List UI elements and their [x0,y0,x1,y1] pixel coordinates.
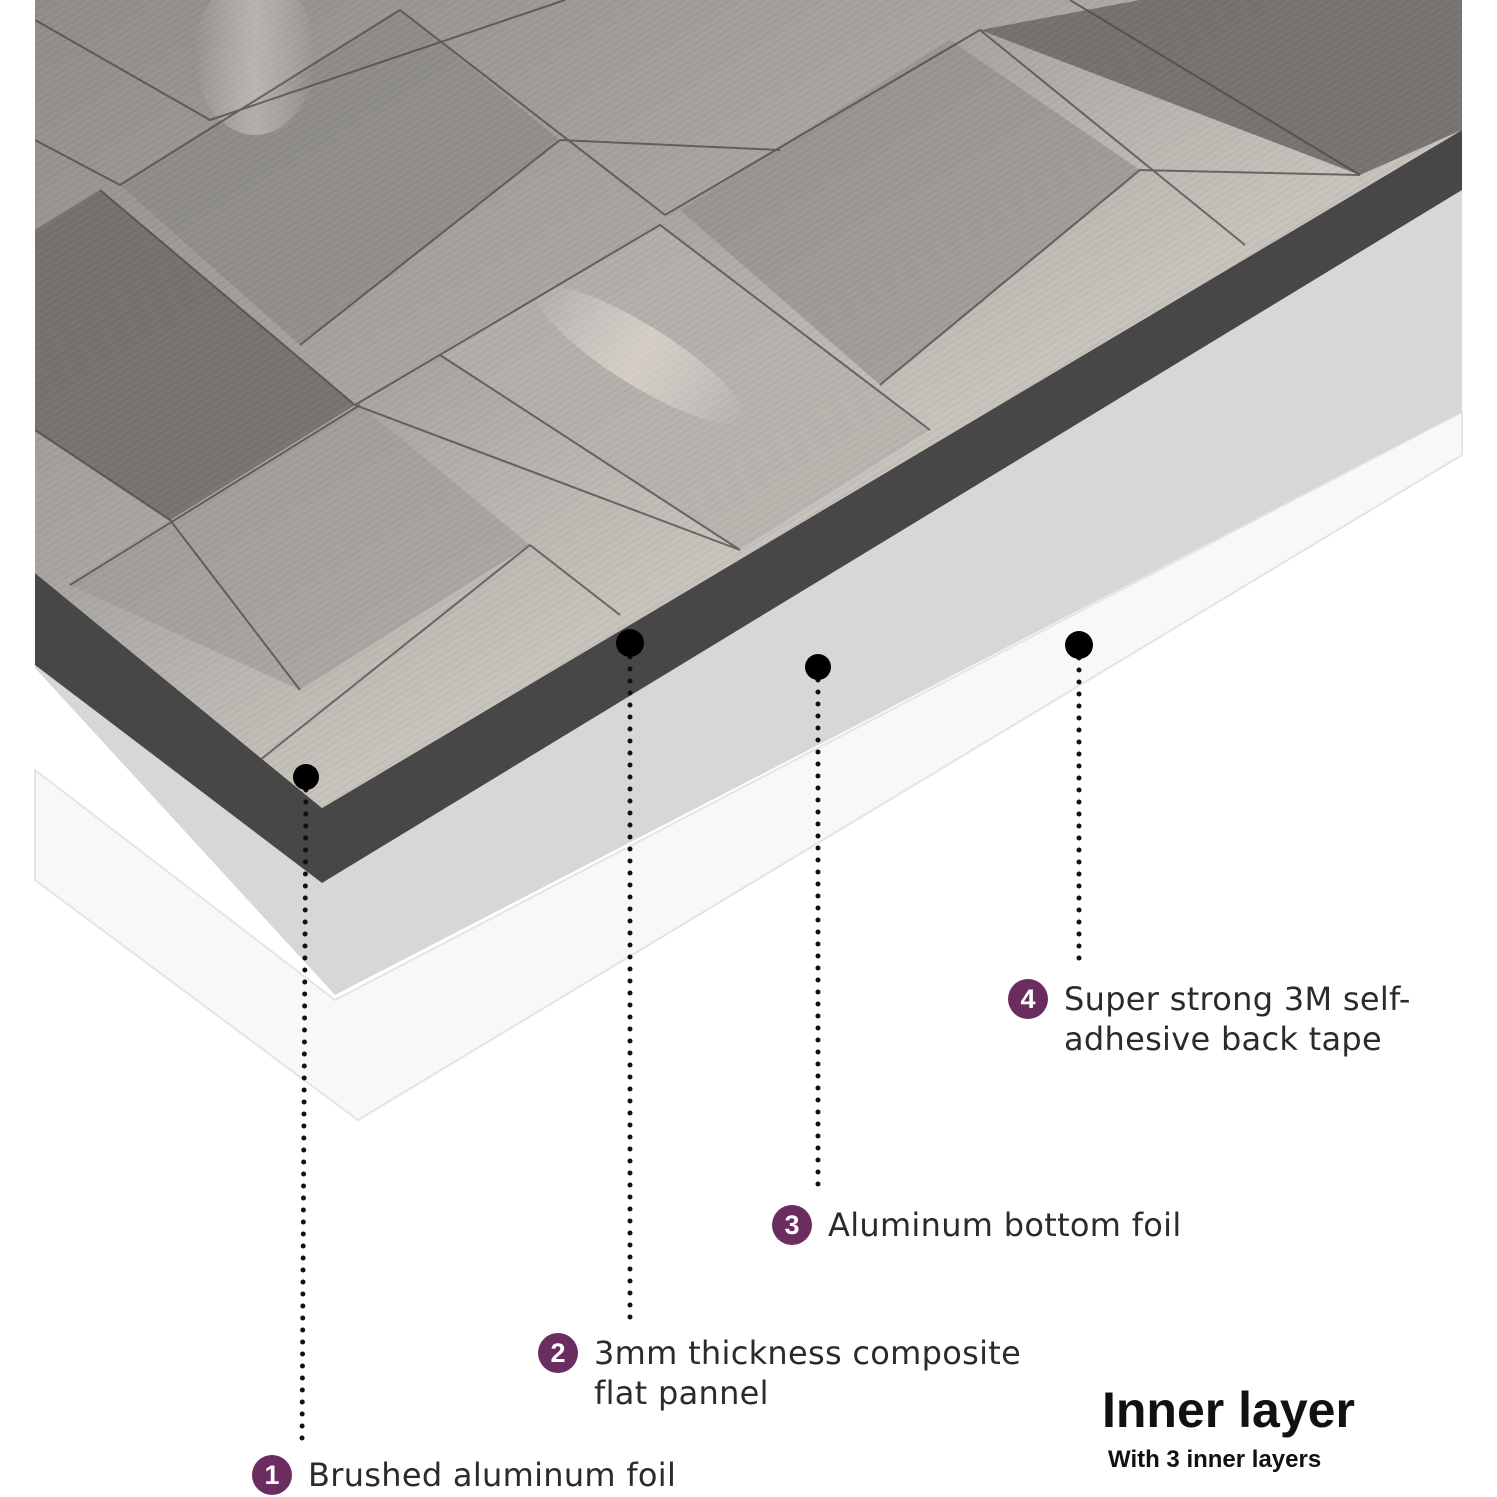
callout-3: 3 Aluminum bottom foil [772,1205,1292,1245]
callout-label-1: Brushed aluminum foil [308,1456,677,1494]
callout-label-3: Aluminum bottom foil [828,1206,1182,1244]
marker-dot-1 [293,764,319,790]
marker-dot-2 [616,629,644,657]
callout-4: 4 Super strong 3M self-adhesive back tap… [1008,979,1448,1059]
connector-line-1 [299,775,309,1448]
number-badge-2: 2 [538,1333,578,1373]
number-badge-4: 4 [1008,979,1048,1019]
inner-layer-subtitle: With 3 inner layers [1108,1446,1322,1473]
number-badge-3: 3 [772,1205,812,1245]
callout-label-4: Super strong 3M self-adhesive back tape [1064,980,1411,1058]
callout-label-2: 3mm thickness composite flat pannel [594,1334,1022,1412]
inner-layer-title: Inner layer [1102,1382,1355,1438]
number-badge-1: 1 [252,1455,292,1495]
marker-dot-3 [805,654,831,680]
callout-1: 1 Brushed aluminum foil [252,1455,772,1495]
callout-2: 2 3mm thickness composite flat pannel [538,1333,1058,1413]
marker-dot-4 [1065,631,1093,659]
